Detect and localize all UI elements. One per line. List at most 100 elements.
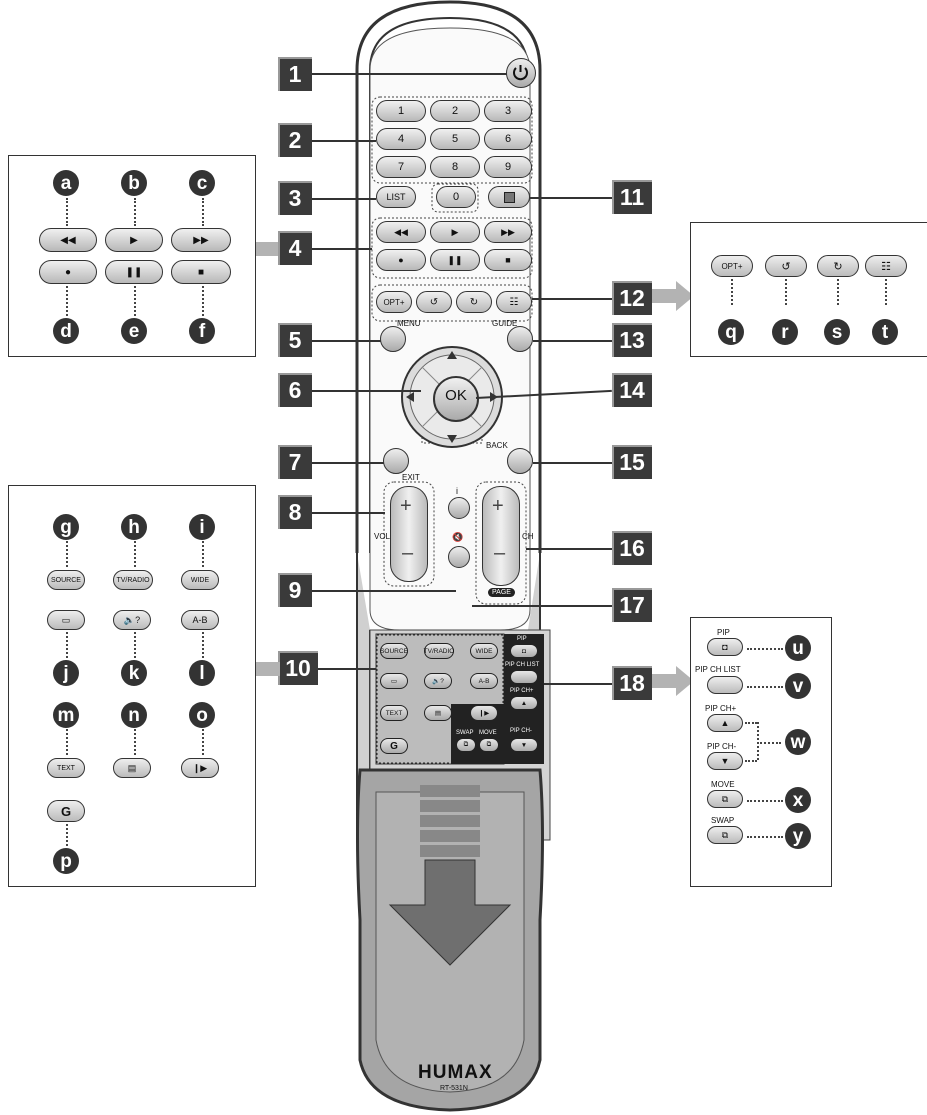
panel-stop-button[interactable]: ■	[171, 260, 231, 284]
record-button[interactable]: ●	[376, 249, 426, 271]
guide-button[interactable]	[507, 326, 533, 352]
panel-g-button[interactable]: G	[47, 800, 85, 822]
remote-slow-button[interactable]: ❙▶	[470, 705, 498, 721]
remote-ab-button[interactable]: A-B	[470, 673, 498, 689]
transport-detail-panel: a b c ◀◀ ▶ ▶▶ ● ❚❚ ■ d e f	[8, 155, 256, 357]
dots	[202, 286, 204, 316]
dots	[202, 632, 204, 658]
letter-q: q	[718, 319, 744, 345]
power-button[interactable]	[506, 58, 536, 88]
letter-w: w	[785, 729, 811, 755]
slow-play-icon: ❙▶	[192, 762, 208, 773]
panel-wide-button[interactable]: WIDE	[181, 570, 219, 590]
digit-6-button[interactable]: 6	[484, 128, 532, 150]
digit-8-button[interactable]: 8	[430, 156, 480, 178]
digit-0-button[interactable]: 0	[436, 186, 476, 208]
panel-pip-button[interactable]: ◘	[707, 638, 743, 656]
letter-n: n	[121, 702, 147, 728]
back-button[interactable]	[507, 448, 533, 474]
panel-pause-button[interactable]: ❚❚	[105, 260, 163, 284]
remote-wide-button[interactable]: WIDE	[470, 643, 498, 659]
panel-bookmark-list-button[interactable]: ☷	[865, 255, 907, 277]
letter-p: p	[53, 848, 79, 874]
letter-c: c	[189, 170, 215, 196]
remote-source-button[interactable]: SOURCE	[380, 643, 408, 659]
play-button[interactable]: ▶	[430, 221, 480, 243]
digit-5-button[interactable]: 5	[430, 128, 480, 150]
digit-9-button[interactable]: 9	[484, 156, 532, 178]
digit-1-button[interactable]: 1	[376, 100, 426, 122]
list-button[interactable]: LIST	[376, 186, 416, 208]
channel-rocker[interactable]: + –	[482, 486, 520, 586]
panel-tvradio-button[interactable]: TV/RADIO	[113, 570, 153, 590]
remote-pip-ch-minus-label: PIP CH-	[510, 728, 532, 734]
panel-swap-button[interactable]: ⧉	[707, 826, 743, 844]
panel-source-button[interactable]: SOURCE	[47, 570, 85, 590]
leader-4	[311, 248, 372, 250]
dots	[66, 729, 68, 755]
panel-fast-forward-button[interactable]: ▶▶	[171, 228, 231, 252]
panel-record-button[interactable]: ●	[39, 260, 97, 284]
panel-slow-button[interactable]: ❙▶	[181, 758, 219, 778]
panel-audio-button[interactable]: 🔈?	[113, 610, 151, 630]
digit-3-button[interactable]: 3	[484, 100, 532, 122]
remote-pip-ch-minus-button[interactable]: ▼	[510, 738, 538, 752]
letter-f: f	[189, 318, 215, 344]
pause-button[interactable]: ❚❚	[430, 249, 480, 271]
leader-16	[526, 548, 612, 550]
dots	[134, 632, 136, 658]
panel-pip-ch-plus-button[interactable]: ▲	[707, 714, 743, 732]
remote-subtitle-button[interactable]: ▭	[380, 673, 408, 689]
panel-rotate-left-button[interactable]: ↺	[765, 255, 807, 277]
digit-2-button[interactable]: 2	[430, 100, 480, 122]
panel-play-button[interactable]: ▶	[105, 228, 163, 252]
panel-swap-label: SWAP	[711, 816, 735, 825]
remote-book-button[interactable]: ▤	[424, 705, 452, 721]
ok-button[interactable]: OK	[445, 387, 467, 404]
up-triangle-icon: ▲	[720, 718, 730, 728]
opt-plus-button[interactable]: OPT+	[376, 291, 412, 313]
remote-pip-ch-plus-button[interactable]: ▲	[510, 696, 538, 710]
rewind-button[interactable]: ◀◀	[376, 221, 426, 243]
volume-rocker[interactable]: + –	[390, 486, 428, 582]
leader-11	[530, 197, 612, 199]
fast-forward-button[interactable]: ▶▶	[484, 221, 532, 243]
dots	[202, 198, 204, 226]
teletext-button[interactable]	[488, 186, 530, 208]
panel-move-button[interactable]: ⧉	[707, 790, 743, 808]
menu-button[interactable]	[380, 326, 406, 352]
panel-text-button[interactable]: TEXT	[47, 758, 85, 778]
remote-pip-button[interactable]: ◘	[510, 644, 538, 658]
remote-audio-button[interactable]: 🔈?	[424, 673, 452, 689]
stop-button[interactable]: ■	[484, 249, 532, 271]
digit-4-button[interactable]: 4	[376, 128, 426, 150]
remote-tvradio-button[interactable]: TV/RADIO	[424, 643, 454, 659]
guide-label: GUIDE	[492, 319, 518, 328]
rotate-right-button[interactable]: ↻	[456, 291, 492, 313]
remote-g-button[interactable]: G	[380, 738, 408, 754]
exit-button[interactable]	[383, 448, 409, 474]
subtitle-icon: ▭	[390, 678, 398, 685]
panel-pip-ch-minus-button[interactable]: ▼	[707, 752, 743, 770]
digit-7-button[interactable]: 7	[376, 156, 426, 178]
dots	[885, 279, 887, 305]
remote-move-button[interactable]: ⧉	[479, 738, 499, 752]
remote-text-button[interactable]: TEXT	[380, 705, 408, 721]
remote-pip-label: PIP	[517, 636, 527, 642]
mute-button[interactable]	[448, 546, 470, 568]
panel-ab-button[interactable]: A-B	[181, 610, 219, 630]
panel-opt-plus-button[interactable]: OPT+	[711, 255, 753, 277]
page-label: PAGE	[488, 588, 515, 597]
panel-rewind-button[interactable]: ◀◀	[39, 228, 97, 252]
remote-pip-ch-plus-label: PIP CH+	[510, 688, 534, 694]
rotate-left-button[interactable]: ↺	[416, 291, 452, 313]
panel-subtitle-button[interactable]: ▭	[47, 610, 85, 630]
bookmark-list-button[interactable]: ☷	[496, 291, 532, 313]
panel-book-button[interactable]: ▤	[113, 758, 151, 778]
panel-rotate-right-button[interactable]: ↻	[817, 255, 859, 277]
remote-pip-ch-list-button[interactable]	[510, 670, 538, 684]
remote-swap-button[interactable]: ⧉	[456, 738, 476, 752]
dots	[202, 729, 204, 755]
panel-pip-ch-list-button[interactable]	[707, 676, 743, 694]
info-button[interactable]	[448, 497, 470, 519]
